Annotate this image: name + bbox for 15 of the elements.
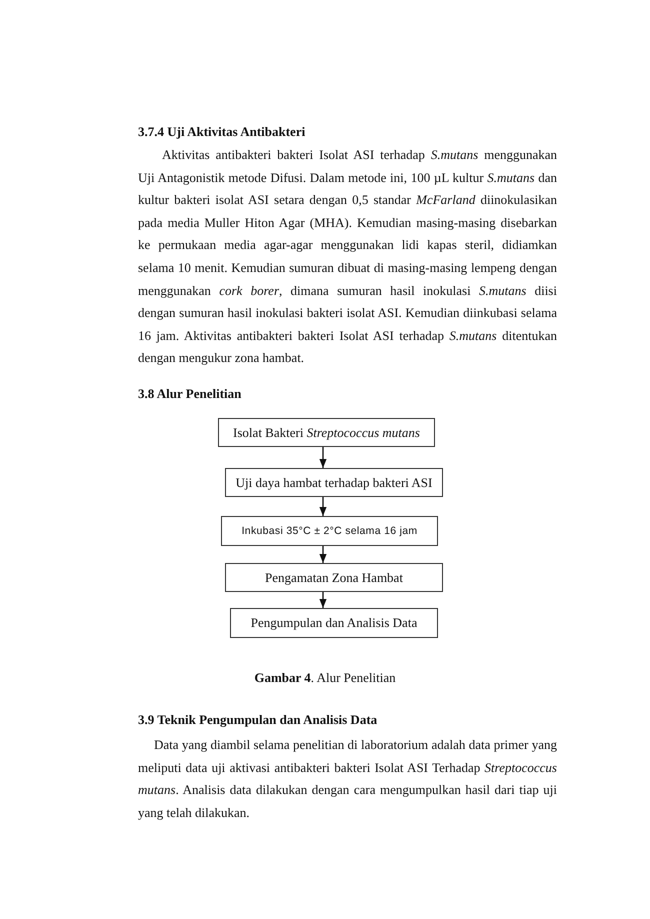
arrow <box>319 592 327 608</box>
arrow <box>319 447 327 468</box>
process-box: Uji daya hambat terhadap bakteri ASI <box>225 468 443 497</box>
section-heading: 3.7.4 Uji Aktivitas Antibakteri <box>138 123 306 141</box>
arrow <box>319 497 327 516</box>
process-box: Pengumpulan dan Analisis Data <box>230 608 438 638</box>
section-heading: 3.9 Teknik Pengumpulan dan Analisis Data <box>138 711 378 729</box>
process-box: Isolat Bakteri Streptococcus mutans <box>218 418 435 447</box>
paragraph: Aktivitas antibakteri bakteri Isolat ASI terhadap S.mutans menggunakan Uji Antagonistik metode Difusi. Dalam metode ini, 100 µL kultur S.mutans dan kultur bakteri isolat ASI setara dengan 0,5 standar McFarland diinokulasikan pada media Muller Hiton Agar (MHA). Kemudian masing-masing disebarkan ke permukaan media agar-agar menggunakan lidi kapas steril, didiamkan selama 10 menit. Kemudian sumuran dibuat di masing-masing lempeng dengan menggunakan cork borer, dimana sumuran hasil inokulasi S.mutans diisi dengan sumuran hasil inokulasi bakteri isolat ASI. Kemudian diinkubasi selama 16 jam. Aktivitas antibakteri bakteri Isolat ASI terhadap S.mutans ditentukan dengan mengukur zona hambat. <box>138 146 557 368</box>
figure-caption: Gambar 4. Alur Penelitian <box>253 669 397 687</box>
process-box: Pengamatan Zona Hambat <box>225 563 443 592</box>
paragraph: Data yang diambil selama penelitian di laboratorium adalah data primer yang meliputi data uji aktivasi antibakteri bakteri Isolat ASI Terhadap Streptococcus mutans. Analisis data dilakukan dengan cara mengumpulkan hasil dari tiap uji yang telah dilakukan. <box>138 736 557 822</box>
section-heading: 3.8 Alur Penelitian <box>138 385 242 403</box>
arrow <box>319 546 327 563</box>
process-box: Inkubasi 35°C ± 2°C selama 16 jam <box>221 516 438 546</box>
